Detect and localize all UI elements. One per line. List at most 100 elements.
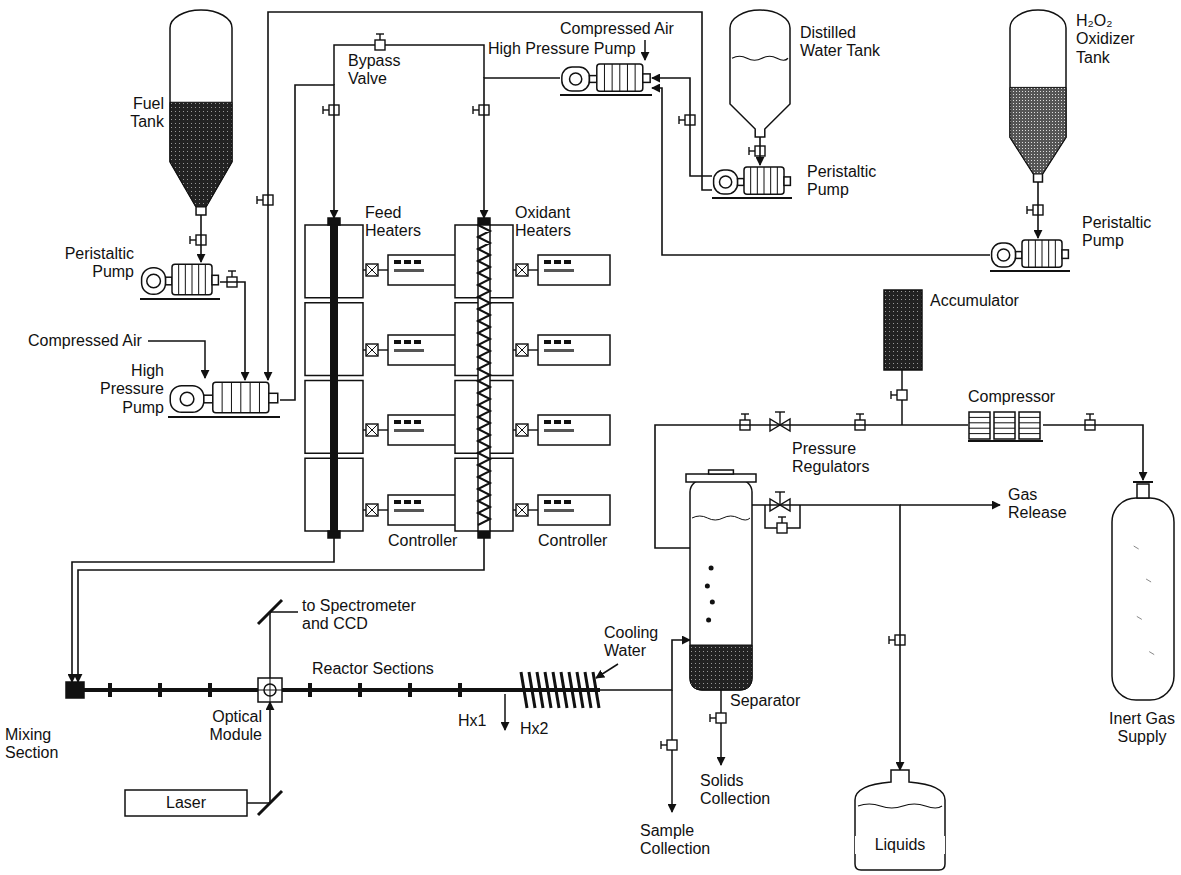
equipment-outline [205,264,206,294]
pipe-line [228,270,236,271]
equipment-outline [212,275,218,285]
equipment-outline [858,804,942,808]
equipment-outline [66,682,84,698]
equipment-outline [597,64,643,91]
pipe-line [516,264,528,276]
laser-box: Laser [125,790,247,816]
controller-display [394,509,424,512]
pipe-line [366,424,378,436]
compressor-unit: Compressor [968,410,1043,442]
equipment-outline [744,167,784,194]
controller-display [564,340,571,344]
controller-display [544,260,551,264]
valve-symbol [667,740,677,750]
controller-display [404,340,411,344]
controller-box [538,415,610,445]
pipe-line [596,664,618,678]
controller-display [394,349,424,352]
equipment-label: Inert Gas Supply [1102,710,1181,747]
pipe-line [366,424,378,436]
pipe-line [859,414,860,420]
pipe-line [679,119,685,120]
equipment-outline [178,264,179,294]
equipment-label: High Pressure Pump [94,362,164,417]
equipment-label: H₂O₂ Oxidizer Tank [1076,12,1168,67]
equipment-outline [478,531,490,538]
optical-module: Optical Module [258,678,282,702]
pipe-line [378,429,388,430]
switch-box [516,424,528,436]
equipment-outline [692,516,750,520]
controller-display [414,420,421,424]
pipe-line [891,394,897,395]
equipment-outline [994,428,1015,429]
pipe-line [516,344,528,356]
equipment-outline [1019,433,1040,434]
equipment-icon [712,165,792,199]
equipment-outline [198,264,199,294]
heater-column: Oxidant Heaters [455,218,513,538]
equipment-outline [560,94,652,96]
controller-display [394,500,401,504]
equipment-outline [170,386,204,413]
coolant-label: Cooling Water [604,624,672,661]
equipment-outline [125,790,247,816]
equipment-outline [969,428,990,429]
equipment-label: High Pressure Pump [488,40,648,58]
pipe-connector [484,78,560,218]
peristaltic-pump: Peristaltic Pump [712,165,792,199]
equipment-outline [172,264,212,294]
equipment-outline [994,433,1015,434]
pipe-line [472,106,473,114]
pipe-connector [759,137,761,165]
equipment-outline [619,64,620,91]
equipment-icon [170,10,232,215]
equipment-icon [520,668,600,712]
pipe-line [366,504,378,516]
equipment-icon [305,218,363,538]
pipe-line [779,492,780,505]
outlet-label: to Spectrometer and CCD [302,597,434,634]
peristaltic-pump: Peristaltic Pump [990,238,1070,272]
controller-display [544,509,574,512]
equipment-outline [1137,616,1142,619]
controller-box [538,255,610,285]
equipment-outline [969,412,990,439]
pipe-line [378,349,388,350]
equipment-outline [204,395,213,403]
pipe-line [378,509,388,510]
controller-label: Controller [388,532,457,550]
equipment-icon [990,238,1070,272]
equipment-outline [705,584,710,589]
controller-display [554,340,561,344]
equipment-outline [690,645,752,690]
switch-box [366,424,378,436]
equipment-outline [994,412,1015,439]
equipment-outline [690,480,752,690]
pipe-line [888,636,889,644]
pipe-line [660,741,661,749]
controller-box [538,335,610,365]
equipment-label: Peristaltic Pump [54,245,134,282]
equipment-outline [994,422,1015,423]
pipe-line [748,147,749,155]
equipment-outline [1112,498,1174,700]
equipment-outline [577,672,583,708]
valve-symbol [777,523,787,533]
equipment-outline [328,531,340,538]
equipment-outline [170,10,232,215]
equipment-outline [180,392,194,406]
equipment-label: Laser [125,794,247,812]
equipment-outline [1146,579,1151,582]
equipment-label: Mixing Section [5,726,85,763]
controller-display [554,420,561,424]
equipment-outline [1035,240,1036,267]
equipment-icon [884,290,922,370]
pipe-line [775,411,785,412]
high-pressure-pump: High Pressure Pump [168,380,280,418]
equipment-outline [545,672,551,708]
separator-vessel: Separator [690,470,752,690]
equipment-label: Fuel Tank [114,95,164,132]
heat-exchanger: Hx2 [520,668,600,712]
pipe-line [258,600,282,624]
